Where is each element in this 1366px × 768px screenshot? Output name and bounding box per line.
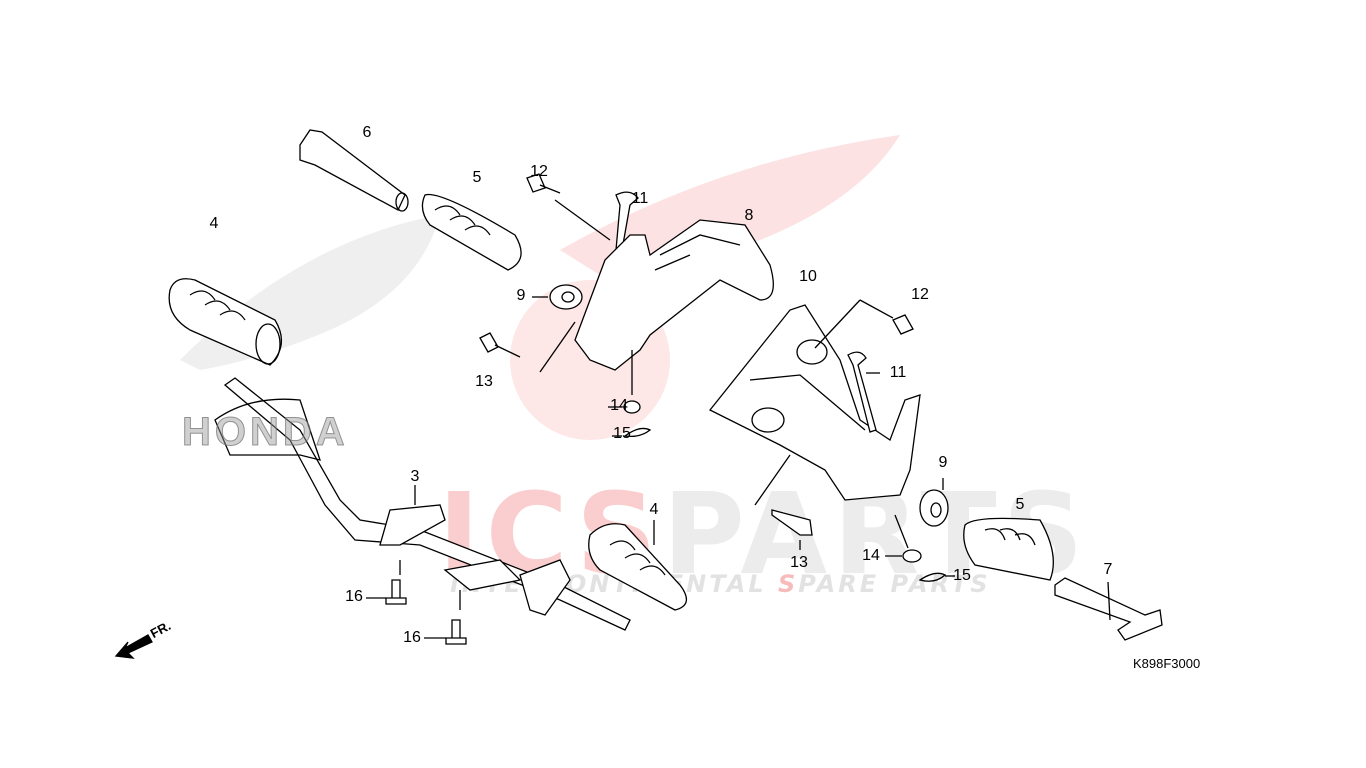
callout-8: 8 — [744, 207, 754, 224]
callout-13-right: 13 — [790, 554, 808, 571]
callout-4-bottom: 4 — [649, 501, 659, 518]
part-12-bolt-right — [892, 314, 914, 335]
part-3-step-bar — [223, 377, 631, 631]
part-12-bolt — [526, 173, 561, 194]
part-10-bracket — [708, 304, 921, 501]
part-6-pin — [299, 129, 409, 212]
part-15-cotter-pin-right — [918, 572, 947, 582]
callout-12-right: 12 — [911, 286, 929, 303]
part-11-pin-right — [847, 351, 877, 433]
part-9-washer — [549, 284, 583, 310]
part-14-nut-right — [902, 549, 922, 563]
callout-4: 4 — [209, 215, 219, 232]
callout-14: 14 — [610, 397, 628, 414]
callout-5-right: 5 — [1015, 496, 1025, 513]
callout-16: 16 — [345, 588, 363, 605]
callout-12: 12 — [530, 163, 548, 180]
callout-6: 6 — [362, 124, 372, 141]
figure-code: K898F3000 — [1133, 656, 1201, 671]
callout-9-right: 9 — [938, 454, 948, 471]
callout-10: 10 — [799, 268, 817, 285]
callout-16-lower: 16 — [403, 629, 421, 646]
part-13-bolt-right — [771, 509, 813, 536]
callout-9: 9 — [516, 287, 526, 304]
tagline-b: PARE PARTS — [798, 570, 991, 598]
part-9-washer-right — [919, 489, 949, 527]
callout-15-right: 15 — [953, 567, 971, 584]
tagline-red: S — [777, 570, 799, 598]
callout-11: 11 — [631, 190, 649, 207]
callout-7: 7 — [1103, 561, 1113, 578]
part-5-rubber — [421, 193, 522, 271]
part-4-rubber — [168, 278, 282, 366]
callout-14-right: 14 — [862, 547, 880, 564]
callout-13: 13 — [475, 373, 493, 390]
part-4-rubber-bottom — [588, 520, 687, 611]
callout-15: 15 — [613, 425, 631, 442]
part-8-bracket — [574, 219, 774, 371]
part-16-bolts — [366, 579, 467, 645]
front-arrow-icon — [114, 634, 153, 659]
part-13-bolt — [479, 332, 521, 358]
callout-11-right: 11 — [889, 364, 907, 381]
part-5-rubber-right — [963, 517, 1054, 581]
callout-5: 5 — [472, 169, 482, 186]
honda-watermark: HONDA — [182, 410, 349, 455]
part-15-cotter-pin — [623, 427, 652, 438]
callout-3: 3 — [410, 468, 420, 485]
part-14-nut — [623, 400, 641, 414]
part-7-pin — [1054, 577, 1163, 641]
